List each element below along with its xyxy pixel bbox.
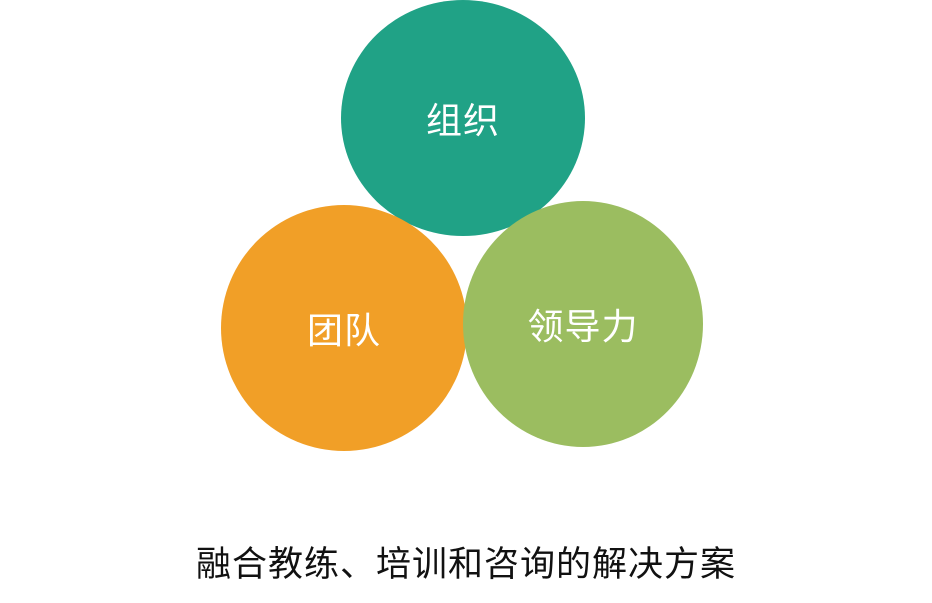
circle-leadership-label: 领导力 <box>527 307 639 348</box>
circle-team: 团队 <box>221 205 467 451</box>
circle-team-label: 团队 <box>306 311 381 352</box>
circle-leadership: 领导力 <box>463 201 703 447</box>
diagram-caption: 融合教练、培训和咨询的解决方案 <box>195 545 736 585</box>
circle-organization: 组织 <box>341 0 585 236</box>
circle-organization-label: 组织 <box>425 101 500 142</box>
